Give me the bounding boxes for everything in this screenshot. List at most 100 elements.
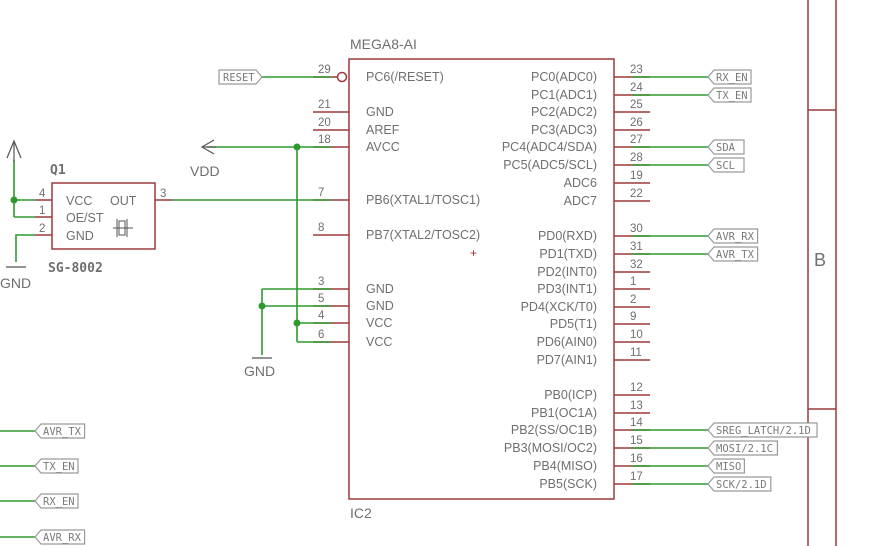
pin-number: 12 <box>630 382 643 394</box>
pin-number: 26 <box>630 117 643 129</box>
frame-zone-label: B <box>814 250 826 270</box>
pin-number: 2 <box>630 294 636 306</box>
pin-number: 9 <box>630 311 636 323</box>
pin-label: ADC6 <box>564 176 597 190</box>
pin-label: PC1(ADC1) <box>531 88 597 102</box>
net-label-text: RESET <box>223 72 255 84</box>
ic2-body[interactable] <box>348 58 615 500</box>
q1-pin-gnd-label: GND <box>66 229 94 243</box>
net-label-text: SDA <box>716 142 736 154</box>
pin-number: 18 <box>318 134 331 146</box>
pin-number: 22 <box>630 188 643 200</box>
q1-pin-num-out: 3 <box>160 188 166 200</box>
q1-supply-arrow[interactable] <box>6 139 22 162</box>
left-net-label-avr-rx[interactable]: AVR_RX <box>34 529 86 545</box>
net-label-text: AVR_RX <box>716 231 755 243</box>
net-label-miso[interactable]: MISO <box>707 458 746 474</box>
pin-number: 32 <box>630 259 643 271</box>
pin-number: 10 <box>630 329 643 341</box>
pin-label: AREF <box>366 123 400 137</box>
net-label-text: SREG_LATCH/2.1D <box>716 425 811 437</box>
pin-label: GND <box>366 105 394 119</box>
pin-label: PC4(ADC4/SDA) <box>502 140 597 154</box>
net-label-scl[interactable]: SCL <box>707 157 745 173</box>
net-label-text: MISO <box>716 461 741 473</box>
pin-number: 29 <box>318 64 331 76</box>
gnd-symbol-ic2[interactable]: GND <box>244 357 275 379</box>
net-label-sck[interactable]: SCK/2.1D <box>707 476 772 492</box>
net-label-text: MOSI/2.1C <box>716 443 773 455</box>
net-label-tx-en[interactable]: TX_EN <box>707 87 752 103</box>
pin-number: 5 <box>318 293 324 305</box>
crystal-icon <box>113 219 133 237</box>
pin-label: GND <box>366 282 394 296</box>
reset-inversion-bubble <box>336 71 348 83</box>
left-net-label-avr-tx[interactable]: AVR_TX <box>34 423 86 439</box>
net-label-avr-rx[interactable]: AVR_RX <box>707 228 759 244</box>
pin-label: ADC7 <box>564 194 597 208</box>
pin-label: PB7(XTAL2/TOSC2) <box>366 228 480 242</box>
pin-label: PD3(INT1) <box>537 282 597 296</box>
pin-label: PC6(/RESET) <box>366 70 444 84</box>
pin-number: 13 <box>630 400 643 412</box>
ic2-ref: IC2 <box>350 505 372 521</box>
pin-label: PC0(ADC0) <box>531 70 597 84</box>
pin-number: 23 <box>630 64 643 76</box>
net-label-sda[interactable]: SDA <box>707 139 745 155</box>
net-label-text: SCL <box>716 160 735 172</box>
pin-label: AVCC <box>366 140 400 154</box>
vdd-supply[interactable]: VDD <box>190 139 220 179</box>
q1-pin-num-vcc: 4 <box>39 188 46 200</box>
gnd-symbol-q1[interactable]: GND <box>0 266 31 291</box>
net-label-avr-tx[interactable]: AVR_TX <box>707 246 759 262</box>
pin-number: 30 <box>630 223 643 235</box>
q1-oscillator[interactable]: Q1 SG-8002 VCC OE/ST GND OUT 4 1 2 3 <box>35 163 173 276</box>
q1-pin-oe-label: OE/ST <box>66 211 104 225</box>
left-net-label-rx-en[interactable]: RX_EN <box>34 493 79 509</box>
net-label-reset[interactable]: RESET <box>218 69 263 85</box>
net-label-rx-en[interactable]: RX_EN <box>707 69 752 85</box>
net-label-text: SCK/2.1D <box>716 479 767 491</box>
net-label-text: RX_EN <box>43 496 75 508</box>
junctions <box>10 143 301 327</box>
ic2-right-pins: 23PC0(ADC0)24PC1(ADC1)25PC2(ADC2)26PC3(A… <box>502 64 650 491</box>
left-net-label-tx-en[interactable]: TX_EN <box>34 458 79 474</box>
sheet-frame: B <box>807 0 837 546</box>
q1-body[interactable] <box>51 182 156 250</box>
net-label-sreg-latch[interactable]: SREG_LATCH/2.1D <box>707 422 818 438</box>
net-label-mosi[interactable]: MOSI/2.1C <box>707 440 779 456</box>
